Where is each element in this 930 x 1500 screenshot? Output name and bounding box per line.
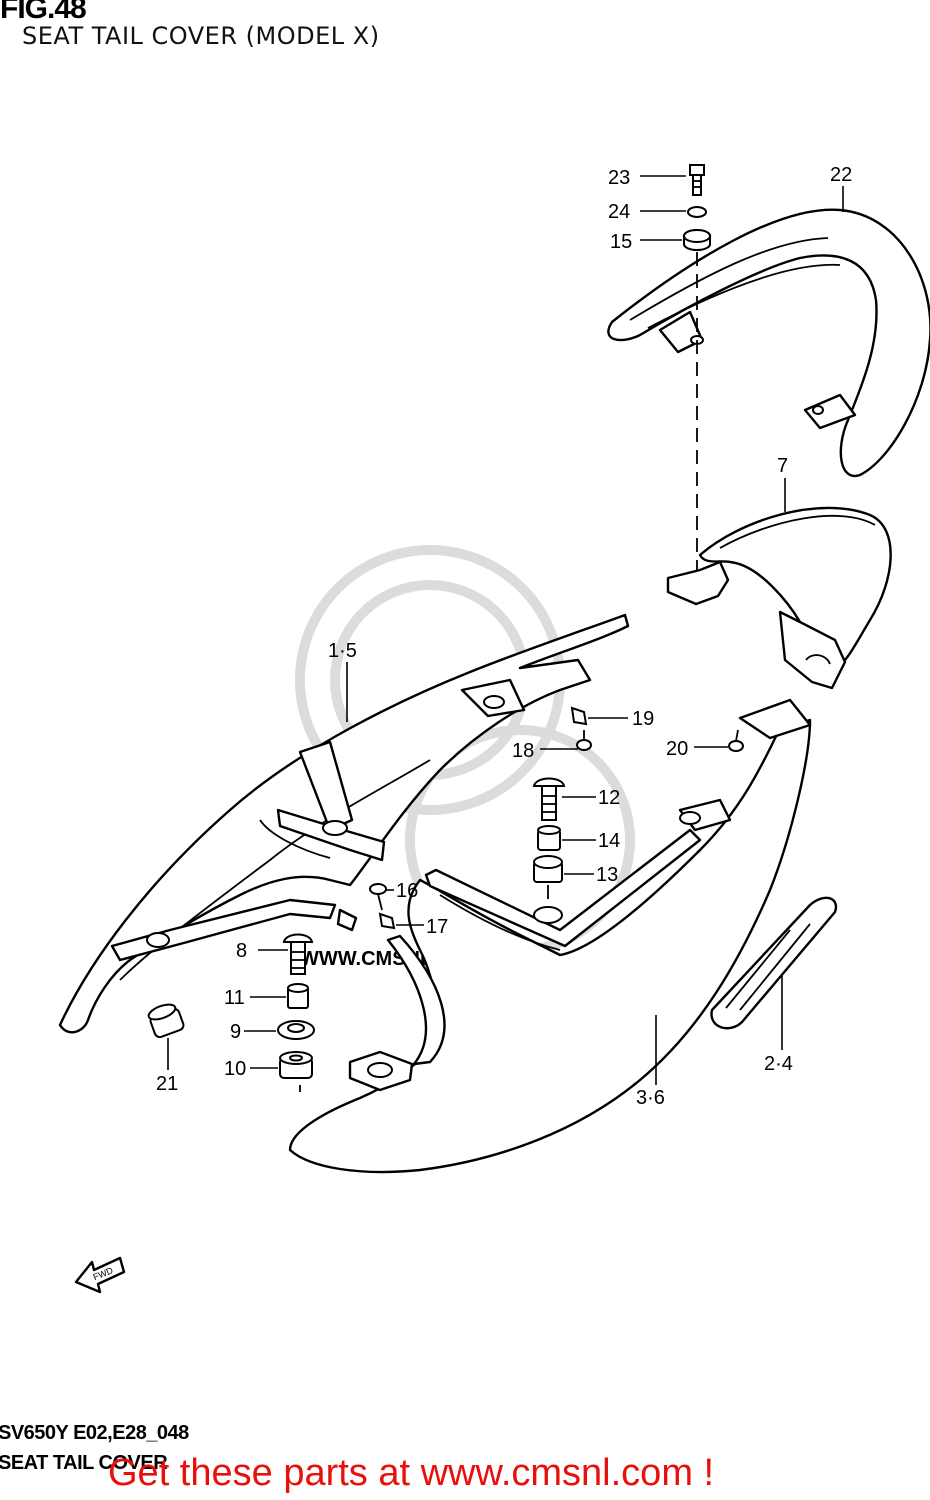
callout-21: 21 [156, 1073, 178, 1095]
shop-banner-link[interactable]: Get these parts at www.cmsnl.com ! [108, 1452, 715, 1494]
nut-part-17[interactable] [378, 912, 396, 930]
callout-18: 18 [512, 740, 534, 762]
callout-24: 24 [608, 201, 630, 223]
rear-cowl-part-7[interactable] [666, 506, 892, 690]
screw-part-18[interactable] [576, 730, 592, 751]
callout-12: 12 [598, 787, 620, 809]
grommet-part-21[interactable] [147, 1002, 185, 1039]
grab-rail-part-22[interactable] [607, 208, 930, 478]
callout-16: 16 [396, 880, 418, 902]
screw-part-16[interactable] [369, 883, 387, 911]
washer-part-9[interactable] [277, 1020, 315, 1040]
callout-14: 14 [598, 830, 620, 852]
figure-number: FIG.48 [0, 0, 87, 25]
screw-part-20[interactable] [728, 729, 744, 752]
washer-part-24[interactable] [687, 206, 707, 218]
callout-1-5: 1·5 [328, 640, 357, 662]
figure-title: SEAT TAIL COVER (MODEL X) [22, 22, 380, 50]
bolt-part-8[interactable] [282, 933, 314, 975]
callout-20: 20 [666, 738, 688, 760]
callout-11: 11 [224, 987, 245, 1009]
grommet-part-13[interactable] [533, 855, 563, 883]
callout-9: 9 [230, 1021, 241, 1043]
callout-15: 15 [610, 231, 632, 253]
callout-22: 22 [830, 164, 852, 186]
emblem-part-2-4[interactable] [710, 896, 838, 1030]
bolt-part-23[interactable] [689, 164, 705, 196]
grommet-part-10[interactable] [279, 1051, 313, 1079]
callout-numbers: 23 24 15 22 7 1·5 19 18 20 12 14 13 16 1… [156, 164, 852, 1109]
seat-tail-cover-left-part-1-5[interactable] [58, 613, 630, 1034]
callout-13: 13 [596, 864, 618, 886]
grommet-part-15[interactable] [683, 229, 711, 251]
nut-part-19[interactable] [570, 706, 588, 726]
callout-2-4: 2·4 [764, 1053, 793, 1075]
callout-23: 23 [608, 167, 630, 189]
callout-10: 10 [224, 1058, 246, 1080]
callout-17: 17 [426, 916, 448, 938]
callout-3-6: 3·6 [636, 1087, 665, 1109]
collar-part-11[interactable] [287, 983, 309, 1009]
diagram-name: SEAT TAIL COVER [0, 1452, 168, 1474]
callout-8: 8 [236, 940, 247, 962]
collar-part-14[interactable] [537, 825, 561, 851]
leader-lines [167, 175, 844, 1085]
callout-7: 7 [777, 455, 788, 477]
retaining-strap [386, 934, 446, 1066]
bolt-part-12[interactable] [532, 777, 566, 821]
callout-19: 19 [632, 708, 654, 730]
diagram-code: SV650Y E02,E28_048 [0, 1422, 189, 1444]
fwd-arrow-icon: FWD [74, 1256, 126, 1294]
